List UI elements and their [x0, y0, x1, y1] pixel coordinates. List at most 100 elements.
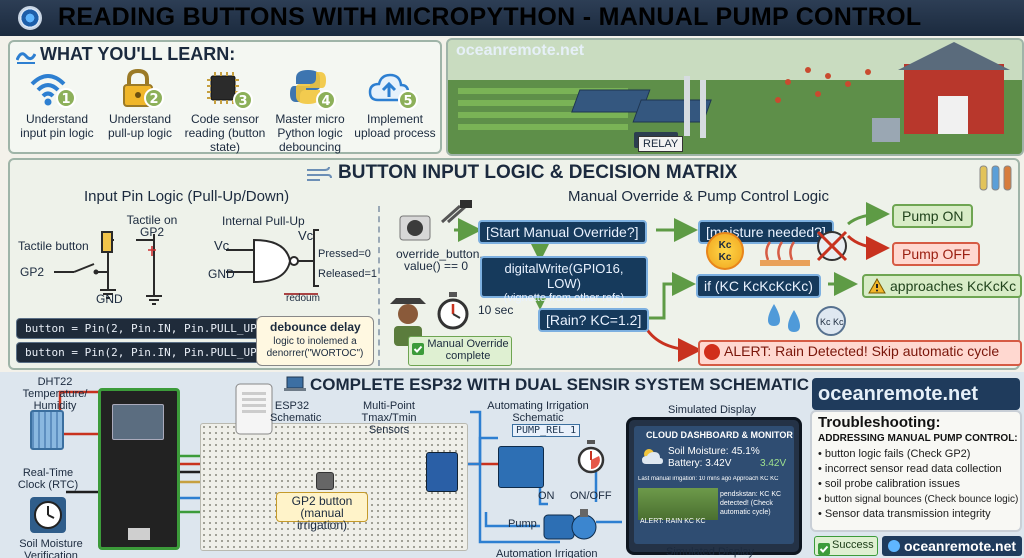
- learn-item-2: Understand pull-up logic: [107, 112, 173, 140]
- code-line-2: button = Pin(2, Pin.IN, Pin.PULL_UP): [16, 342, 273, 363]
- cancel-kc-icon: [814, 228, 850, 268]
- kc-small-label: Kc Kc: [820, 317, 844, 327]
- dashboard-soil: Soil Moisture: 45.1%: [668, 446, 760, 457]
- override-value-label: override_button. value() == 0: [396, 247, 483, 273]
- vc-label-2: Vc: [298, 228, 314, 243]
- logic-divider: [378, 206, 380, 366]
- learn-num-4: 4: [316, 90, 336, 110]
- pump-on-box: Pump ON: [892, 204, 974, 228]
- pressed-label: Pressed=0: [318, 248, 371, 260]
- pump-rel-label: PUMP_REL 1: [512, 424, 581, 437]
- pull-up-circuit: [14, 210, 374, 314]
- debounce-callout: [256, 316, 374, 366]
- sim-display-bottom-label: Simulated Display: [666, 546, 755, 558]
- gp2-label: GP2: [20, 265, 45, 279]
- gp2-button-callout: [276, 492, 368, 522]
- dht22-sensor-icon: [30, 410, 64, 450]
- trouble-item-text: Sensor data transmission integrity: [824, 508, 991, 520]
- left-subheading: Input Pin Logic (Pull-Up/Down): [84, 188, 290, 205]
- test-tubes-icon: [976, 162, 1016, 196]
- footer-brand: oceanremote.net: [904, 538, 1017, 554]
- learn-num-1: 1: [56, 88, 76, 108]
- timer-icon: [576, 440, 606, 478]
- check-icon: [412, 340, 424, 359]
- trouble-item-text: soil probe calibration issues: [824, 478, 961, 490]
- trouble-item: • soil probe calibration issues: [818, 478, 961, 490]
- debounce-title: debounce delay: [270, 320, 361, 334]
- trouble-brand: oceanremote.net: [818, 383, 979, 405]
- schematic-heading: COMPLETE ESP32 WITH DUAL SENSIR SYSTEM S…: [310, 375, 810, 394]
- farm-watermark: oceanremote.net: [456, 42, 585, 59]
- wave-icon: [15, 46, 37, 64]
- ocean-logo-icon: [18, 6, 42, 30]
- logic-heading: BUTTON INPUT LOGIC & DECISION MATRIX: [338, 162, 738, 183]
- chip-icon: [205, 70, 241, 110]
- gnd-label-2: GND: [208, 267, 235, 281]
- kc-badge: Kc Kc: [718, 240, 732, 263]
- tactile-gp2-label: Tactile on GP2: [126, 213, 178, 239]
- trouble-item: • incorrect sensor read data collection: [818, 463, 1002, 475]
- sun-kc-icon: [706, 232, 744, 270]
- dashboard-battery-2: 3.42V: [760, 458, 787, 469]
- digital-write-box: digitalWrite(GPIO16, LOW) (vignette from…: [480, 256, 648, 304]
- rain-check-box: [Rain? KC=1.2]: [538, 308, 650, 332]
- learn-item-3: Code sensor reading (button state): [184, 112, 266, 154]
- heat-icon: [760, 236, 810, 266]
- kc-circle-icon: [816, 306, 846, 336]
- dht-module-icon: [232, 380, 276, 442]
- learn-num-2: 2: [144, 88, 164, 108]
- footer-drop-icon: [888, 540, 900, 552]
- dashboard-title: CLOUD DASHBOARD & MONITOR: [646, 430, 793, 440]
- rtc-label: Real-Time Clock (RTC): [17, 467, 79, 491]
- alert-stop-icon: [704, 344, 720, 360]
- gp2-button-label: GP2 button (manual irrigation): [291, 494, 353, 532]
- wind-icon: [306, 166, 332, 186]
- pump-off-box: Pump OFF: [892, 242, 981, 266]
- approaches-text: approaches KcKcKc: [890, 278, 1017, 294]
- dht-label: DHT22 Temperature/ Humidity: [22, 376, 88, 412]
- raindrops-icon: [764, 300, 810, 340]
- automation-bottom-label: Automation Irrigation: [496, 548, 598, 558]
- vc-label-1: Vc: [214, 238, 230, 253]
- redoum-label: redoum: [286, 293, 320, 304]
- trouble-item: • Sensor data transmission integrity: [818, 508, 991, 520]
- learn-num-3: 3: [233, 90, 253, 110]
- soil-label: Soil Moisture Verification: [19, 538, 83, 558]
- relay-label: RELAY: [638, 136, 684, 152]
- trouble-heading: Troubleshooting:: [818, 414, 941, 431]
- debounce-text: logic to inolemed a denorrer("WORTOC"): [266, 336, 364, 359]
- ten-sec-label: 10 sec: [478, 303, 514, 317]
- learn-item-4: Master micro Python logic debouncing: [275, 112, 345, 154]
- on-label: ON: [538, 490, 555, 502]
- tactile-button-label: Tactile button: [18, 239, 89, 253]
- warning-icon: [868, 277, 886, 298]
- usb-port-icon: [128, 528, 150, 540]
- released-label: Released=1: [318, 268, 378, 280]
- trouble-item-text: button signal bounces (Check bounce logi…: [824, 494, 1019, 505]
- relay-module-icon: [498, 446, 544, 488]
- flow-arrows: [390, 200, 1020, 374]
- title-bar: [0, 0, 1024, 36]
- override-complete-badge: [408, 336, 512, 366]
- automating-label: Automating Irrigation Schematic: [487, 400, 589, 424]
- gp2-tactile-button[interactable]: [316, 472, 334, 490]
- onoff-label: ON/OFF: [570, 490, 612, 502]
- breadboard: [200, 423, 468, 551]
- vignette-text: (vignette from other refs): [503, 292, 625, 304]
- farm-illustration: [446, 38, 1024, 156]
- learn-item-5: Implement upload process: [354, 112, 436, 140]
- sim-display-label: Simulated Display: [668, 404, 757, 416]
- trouble-list: • button logic fails (Check GP2) • incor…: [818, 447, 1020, 522]
- field-thumbnail: [638, 488, 718, 520]
- trouble-brand-bar: [812, 378, 1020, 410]
- dashboard-battery: Battery: 3.42V: [668, 458, 732, 469]
- soil-probe-icon: [440, 200, 474, 228]
- multipoint-label: Multi-Point Tmax/Tmin Sensors: [361, 400, 417, 436]
- laptop-icon: [284, 375, 306, 397]
- footer-brand-bar: [882, 536, 1022, 556]
- dashboard-alert: ALERT: RAIN KC KC: [640, 518, 706, 525]
- trouble-item: • button logic fails (Check GP2): [818, 448, 971, 460]
- digital-write-text: digitalWrite(GPIO16, LOW): [504, 261, 624, 291]
- trouble-item: • button signal bounces (Check bounce lo…: [818, 494, 1019, 505]
- override-button-icon: [398, 210, 432, 248]
